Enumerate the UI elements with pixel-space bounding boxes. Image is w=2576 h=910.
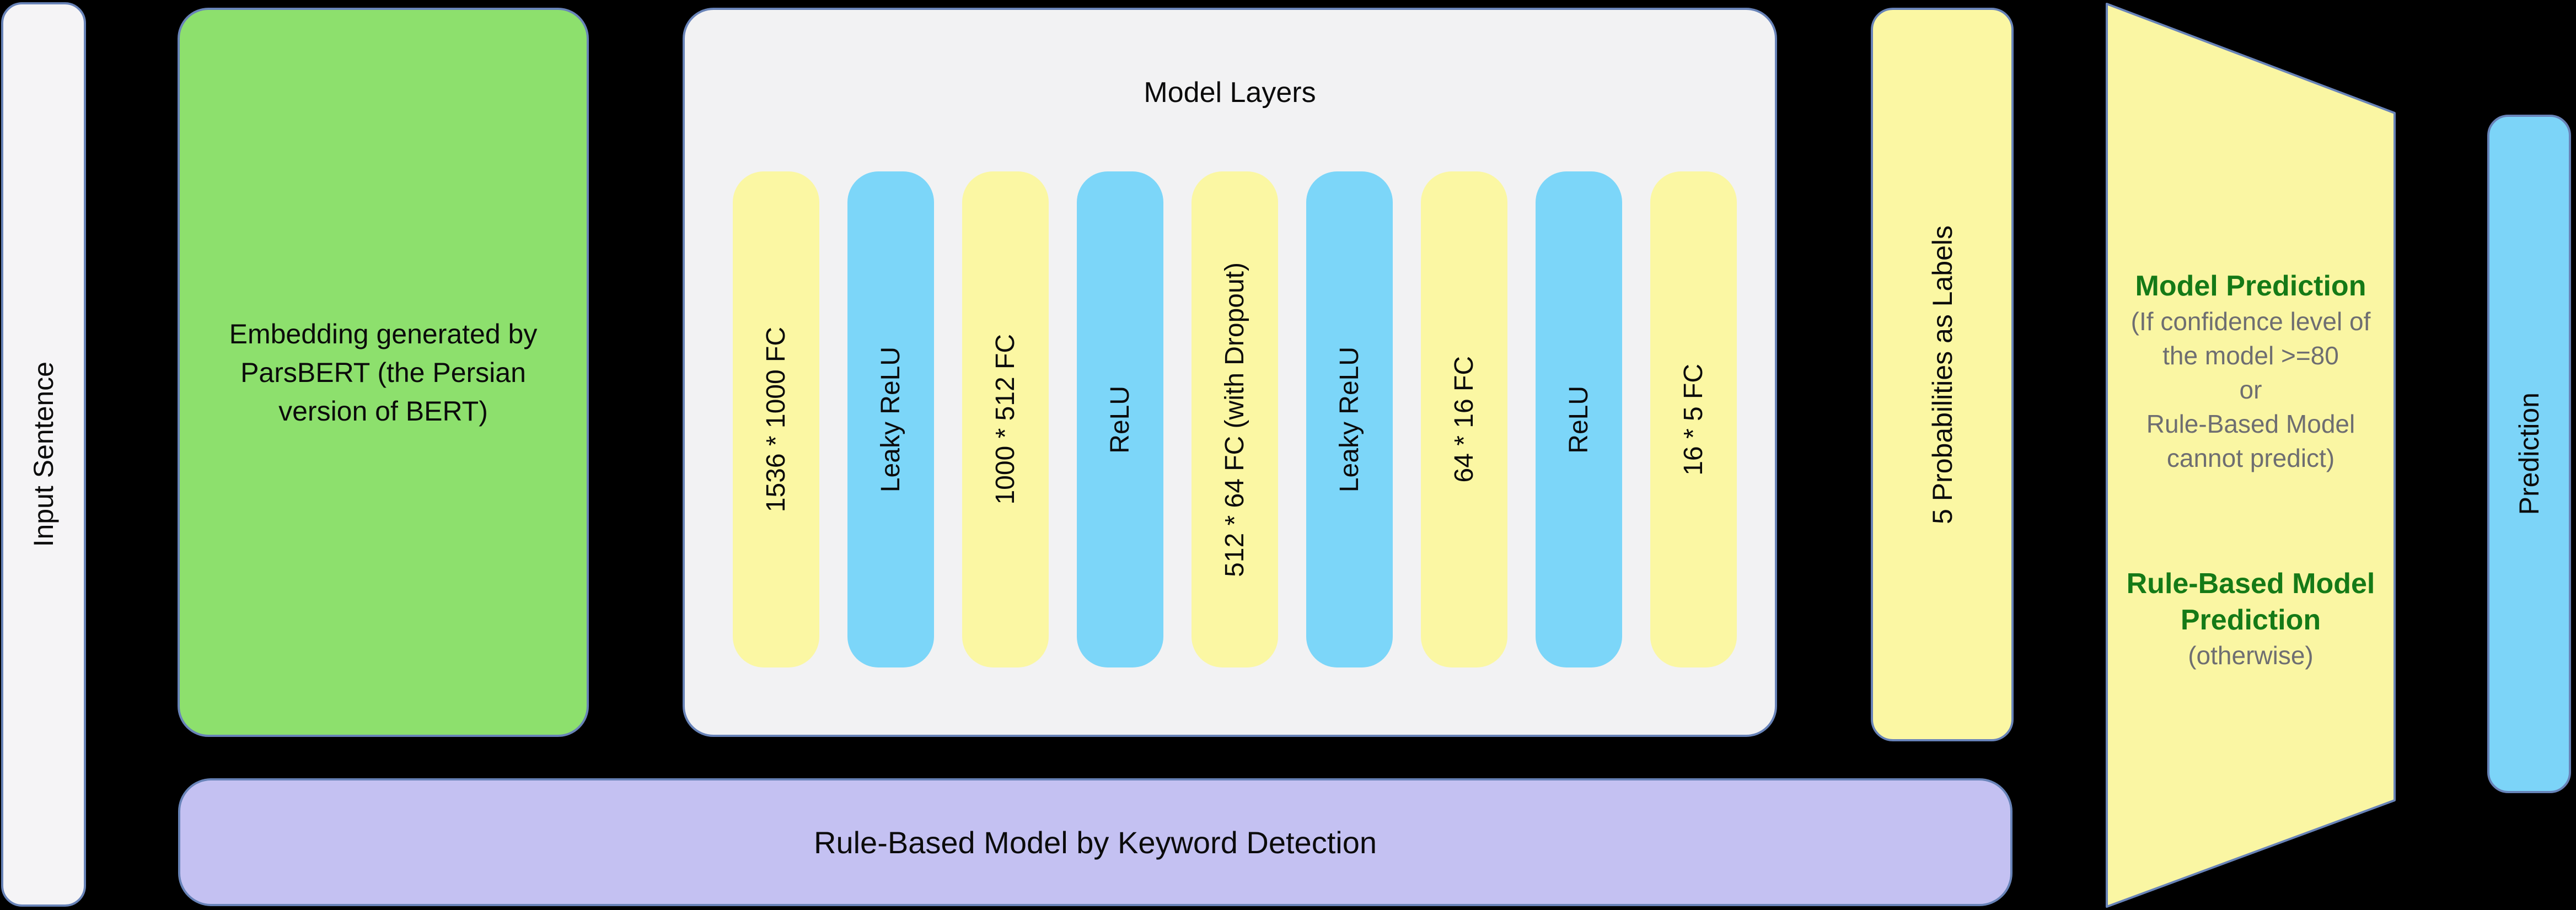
prediction-label: Prediction (2514, 392, 2545, 515)
layer-pill-label: Leaky ReLU (1335, 346, 1364, 493)
layer-pill-fc: 64 * 16 FC (1421, 171, 1507, 667)
model-prediction-condition: (If confidence level of the model >=80 o… (2130, 307, 2371, 472)
layer-pill-label: ReLU (1564, 385, 1593, 454)
layer-pill-fc: 1000 * 512 FC (962, 171, 1049, 667)
layer-pill-activation: ReLU (1536, 171, 1622, 667)
layer-pill-label: Leaky ReLU (876, 346, 905, 493)
model-prediction-title: Model Prediction (2135, 270, 2366, 302)
layer-pill-label: 512 * 64 FC (with Dropout) (1220, 262, 1249, 577)
rule-based-prediction-title: Rule-Based Model Prediction (2126, 568, 2375, 636)
layer-pill-activation: Leaky ReLU (1306, 171, 1393, 667)
layer-pill-label: 64 * 16 FC (1450, 356, 1479, 483)
layer-pill-fc: 1536 * 1000 FC (733, 171, 819, 667)
layer-pill-label: ReLU (1105, 385, 1135, 454)
layer-pill-label: 1536 * 1000 FC (761, 326, 791, 513)
node-rule-based-model: Rule-Based Model by Keyword Detection (178, 778, 2012, 906)
decision-trapezoid-shape (2106, 3, 2396, 908)
layer-pill-activation: ReLU (1077, 171, 1163, 667)
model-layers-title: Model Layers (1144, 77, 1316, 109)
node-prediction: Prediction (2487, 115, 2571, 793)
decision-rule-based-block: Rule-Based Model Prediction (otherwise) (2107, 566, 2394, 672)
input-sentence-label: Input Sentence (28, 362, 59, 547)
embedding-label: Embedding generated by ParsBERT (the Per… (229, 318, 538, 427)
layer-pill-activation: Leaky ReLU (847, 171, 934, 667)
rule-based-model-label: Rule-Based Model by Keyword Detection (814, 825, 1377, 860)
model-layers-pills: 1536 * 1000 FC Leaky ReLU 1000 * 512 FC ReL… (733, 171, 1737, 667)
node-input-sentence: Input Sentence (1, 2, 86, 907)
layer-pill-fc: 512 * 64 FC (with Dropout) (1192, 171, 1278, 667)
decision-model-prediction-block: Model Prediction (If confidence level of… (2107, 268, 2394, 475)
node-model-layers-container: Model Layers 1536 * 1000 FC Leaky ReLU 100… (683, 8, 1777, 737)
layer-pill-fc: 16 * 5 FC (1650, 171, 1737, 667)
layer-pill-label: 1000 * 512 FC (991, 334, 1020, 505)
layer-pill-label: 16 * 5 FC (1679, 363, 1708, 476)
probabilities-label: 5 Probabilities as Labels (1926, 225, 1958, 524)
rule-based-prediction-condition: (otherwise) (2188, 641, 2314, 670)
node-embedding-parsbert: Embedding generated by ParsBERT (the Per… (178, 8, 589, 737)
node-probabilities: 5 Probabilities as Labels (1871, 8, 2014, 741)
